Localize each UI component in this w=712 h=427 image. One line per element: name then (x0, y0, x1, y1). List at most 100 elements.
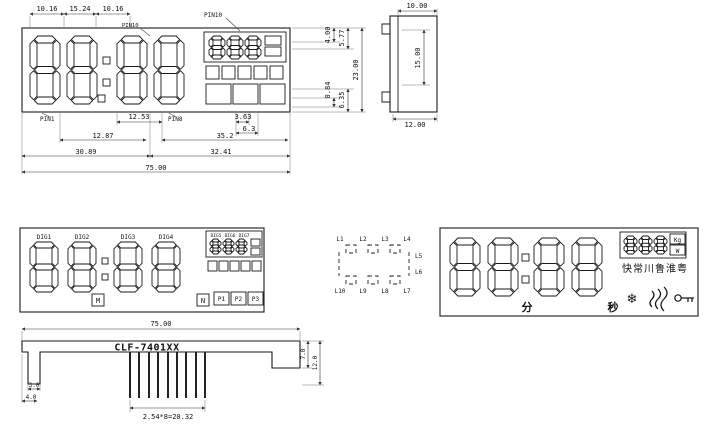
dim-23-00: 23.00 (352, 59, 360, 80)
dig7-label: DIG7 (239, 233, 250, 239)
dig6-label: DIG6 (225, 233, 236, 239)
dim-7-0: 7.0 (300, 348, 307, 359)
mounting-hook (381, 23, 390, 35)
n-indicator-label: N (201, 297, 205, 305)
dig4-label: DIG4 (159, 234, 174, 241)
colon-dot (102, 56, 111, 65)
dim-10-16-a: 10.16 (36, 5, 57, 13)
side-view: 10.00 15.00 12.00 (381, 2, 438, 129)
pin-label-l4: L4 (403, 236, 411, 243)
decimal-point-box (97, 94, 106, 103)
side-view-dimensions: 10.00 15.00 12.00 (392, 2, 438, 129)
bottom-view: CLF-7401XX 75.00 7.0 12.0 (21, 320, 324, 421)
dig2-label: DIG2 (75, 234, 90, 241)
dim-4-0: 4.0 (26, 394, 37, 401)
m-indicator-box (91, 293, 105, 307)
common-pin-map: L1 L2 L3 L4 L5 L6 L10 L9 L8 L7 (335, 236, 423, 295)
display-outline (439, 227, 699, 317)
pin-pad (367, 244, 379, 254)
pcb-profile-outline (21, 340, 301, 385)
dim-12-87: 12.87 (92, 132, 113, 140)
annunciator-box (264, 35, 282, 46)
seven-segment-digits-large (29, 241, 181, 293)
dim-30-89: 30.89 (75, 148, 96, 156)
side-profile-outline (389, 15, 438, 113)
part-number: CLF-7401XX (114, 343, 179, 354)
dim-0-84: 0.84 (324, 82, 332, 99)
pin-label-l5: L5 (415, 253, 423, 260)
dim-75-00: 75.00 (145, 164, 166, 172)
dig1-label: DIG1 (37, 234, 52, 241)
p1-key-box (213, 291, 230, 306)
sound-waves-icon (649, 286, 668, 312)
snowflake-icon: ❄ (627, 292, 638, 307)
seven-segment-digits-large (29, 35, 185, 105)
function-key-row (205, 83, 286, 105)
display-outline (21, 27, 291, 113)
pin-label-l2: L2 (359, 236, 367, 243)
pin-label-l7: L7 (403, 288, 411, 295)
p3-key-box (247, 291, 264, 306)
m-indicator-label: M (96, 297, 100, 305)
dig5-label: DIG5 (211, 233, 222, 239)
mid-right-view: 分 秒 Kg W 快常川鲁淮粤 ❄ (439, 227, 699, 317)
pin-pad (367, 275, 379, 285)
p1-key-label: P1 (218, 296, 226, 303)
colon-dot (521, 275, 530, 284)
dim-35-2: 35.2 (217, 132, 234, 140)
dim-5-77: 5.77 (338, 30, 346, 47)
small-digit-cluster-box (205, 230, 263, 258)
pin10-callouts: PIN10 PIN10 (122, 12, 241, 37)
pin-pad (345, 244, 357, 254)
mid-left-view: DIG1 DIG2 DIG3 DIG4 DIG5 DIG6 DIG7 M N P… (19, 227, 265, 313)
pin8-label: PIN8 (168, 116, 183, 123)
pin-label-l10: L10 (335, 288, 346, 295)
second-label: 秒 (608, 300, 619, 314)
n-indicator-box (196, 293, 210, 307)
kg-unit-label: Kg (674, 237, 682, 244)
seven-segment-digits-large (449, 237, 603, 297)
pin-pad (389, 244, 401, 254)
colon-dot (521, 253, 530, 262)
top-left-view: 10.16 15.24 10.16 PIN10 PIN10 4.00 5.77 (21, 5, 366, 174)
annunciator-box (264, 46, 282, 57)
p3-key-label: P3 (252, 296, 260, 303)
annunciator-row (205, 65, 284, 80)
dim-4-00: 4.00 (324, 27, 332, 44)
annunciator-row (207, 260, 262, 272)
small-digit-cluster-box (619, 231, 687, 259)
lock-key-icon (674, 294, 694, 302)
dim-75-00-bottom: 75.00 (150, 320, 171, 328)
pin1-label: PIN1 (40, 116, 55, 123)
small-digit-cluster-box (203, 31, 287, 63)
dim-6-35: 6.35 (338, 92, 346, 109)
dim-12-00: 12.00 (404, 121, 425, 129)
pin-label-l8: L8 (381, 288, 389, 295)
p2-key-label: P2 (235, 296, 243, 303)
display-outline (19, 227, 265, 313)
seven-segment-digits-small (209, 238, 248, 255)
dig3-label: DIG3 (121, 234, 136, 241)
dim-32-41: 32.41 (210, 148, 231, 156)
bottom-dimension-chains: PIN1 PIN8 12.53 3.63 6.3 12.87 35.2 30.8… (21, 112, 291, 174)
pin10-top-label: PIN10 (204, 12, 222, 19)
kg-unit-box (669, 233, 686, 245)
dim-10-00: 10.00 (406, 2, 427, 10)
colon-dot (101, 257, 109, 265)
region-annunciators: 快常川鲁淮粤 (622, 262, 688, 275)
pin-pitch-dim: 2.54*8=20.32 (143, 413, 194, 421)
pin-label-l3: L3 (381, 236, 389, 243)
top-dimension-chain: 10.16 15.24 10.16 (29, 5, 131, 28)
pin-pad (389, 275, 401, 285)
annunciator-box (250, 247, 261, 256)
dim-12-0: 12.0 (312, 355, 319, 370)
annunciator-box (250, 238, 261, 247)
dim-15-24: 15.24 (69, 5, 90, 13)
pin-label-l6: L6 (415, 269, 423, 276)
pin10-inner-label: PIN10 (122, 23, 139, 29)
right-dimension-stack: 4.00 5.77 23.00 0.84 6.35 (292, 27, 366, 113)
seven-segment-digits-small (623, 235, 668, 255)
p2-key-box (230, 291, 247, 306)
